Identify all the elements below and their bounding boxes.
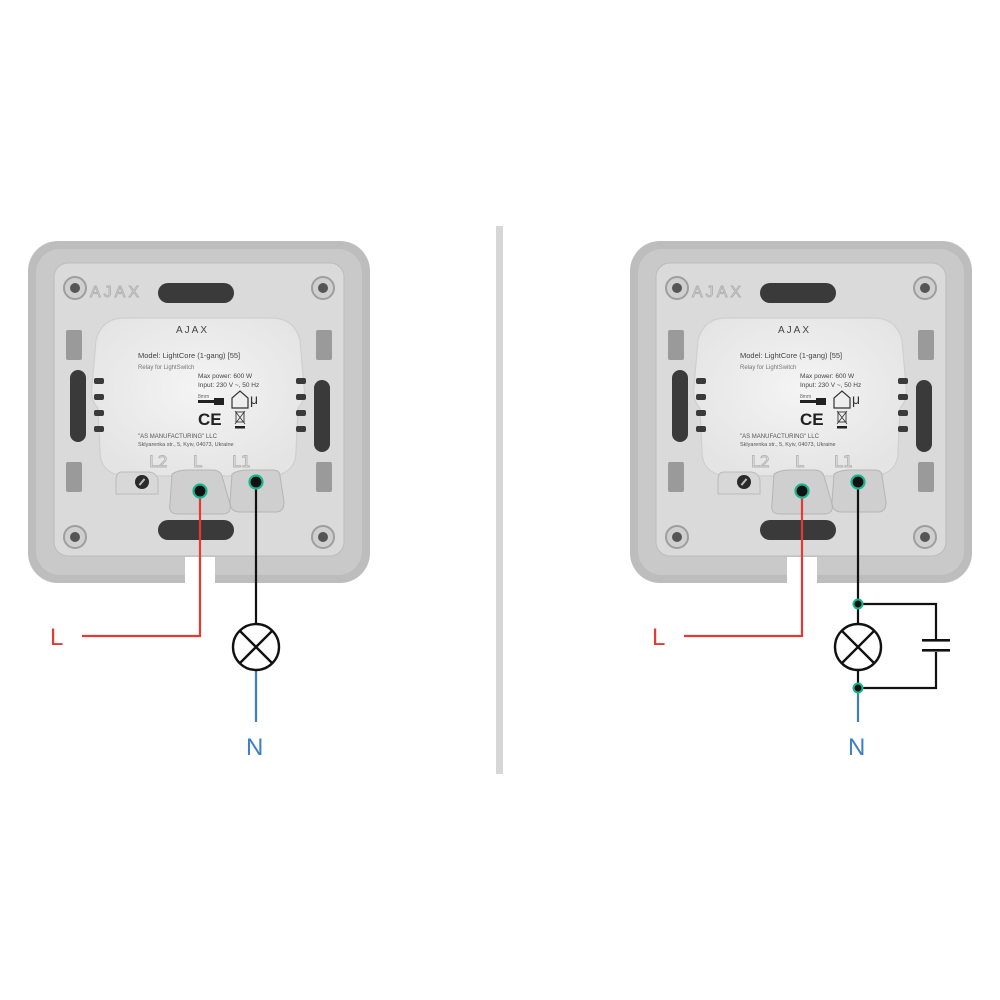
address-label: Sklyarenka str., 5, Kyiv, 04073, Ukraine bbox=[138, 442, 234, 448]
mount-hole bbox=[913, 525, 937, 549]
live-label: L bbox=[50, 624, 63, 651]
live-label: L bbox=[652, 624, 665, 651]
input-label: Input: 230 V ~, 50 Hz bbox=[800, 382, 861, 389]
terminal-l1-connection bbox=[850, 474, 866, 490]
mount-hole bbox=[665, 276, 689, 300]
frame-brand-emboss: AJAX bbox=[692, 284, 744, 301]
subtitle-label: Relay for LightSwitch bbox=[138, 365, 194, 371]
mount-hole bbox=[665, 525, 689, 549]
terminal-label-l: L bbox=[193, 452, 202, 471]
strip-length-label: 8mm bbox=[198, 394, 209, 400]
mount-hole bbox=[311, 525, 335, 549]
mount-hole bbox=[63, 525, 87, 549]
lamp-icon bbox=[231, 622, 281, 672]
neutral-label: N bbox=[848, 734, 865, 761]
relay-brand: AJAX bbox=[778, 325, 811, 336]
subtitle-label: Relay for LightSwitch bbox=[740, 365, 796, 371]
terminal-l-connection bbox=[794, 483, 810, 499]
relay-module: AJAX Model: LightCore (1-gang) [55] Rela… bbox=[91, 317, 306, 515]
frame-brand-emboss: AJAX bbox=[90, 284, 142, 301]
mount-hole bbox=[63, 276, 87, 300]
strip-length-label: 8mm bbox=[800, 394, 811, 400]
live-wire bbox=[684, 491, 804, 638]
max-power-label: Max power: 600 W bbox=[800, 373, 855, 380]
bypass-capacitor-icon bbox=[922, 639, 950, 652]
terminal-label-l1: L1 bbox=[232, 452, 251, 471]
relay-module: AJAX Model: LightCore (1-gang) [55] Rela… bbox=[693, 317, 908, 515]
ce-mark: CE bbox=[800, 410, 824, 429]
terminal-label-l2: L2 bbox=[751, 452, 770, 471]
model-label: Model: LightCore (1-gang) [55] bbox=[740, 351, 842, 360]
manufacturer-label: "AS MANUFACTURING" LLC bbox=[740, 434, 820, 440]
lamp-icon bbox=[833, 622, 883, 672]
home-icon bbox=[833, 390, 851, 409]
address-label: Sklyarenka str., 5, Kyiv, 04073, Ukraine bbox=[740, 442, 836, 448]
ce-mark: CE bbox=[198, 410, 222, 429]
bypass-branch bbox=[852, 598, 950, 694]
model-label: Model: LightCore (1-gang) [55] bbox=[138, 351, 240, 360]
neutral-label: N bbox=[246, 734, 263, 761]
terminal-l1-connection bbox=[248, 474, 264, 490]
home-icon bbox=[231, 390, 249, 409]
terminal-l2-screw bbox=[135, 475, 149, 489]
junction-dot bbox=[852, 598, 864, 610]
terminal-l-connection bbox=[192, 483, 208, 499]
diagram-with-bypass: AJAX AJAX Model: LightCore (1-gang) [55]… bbox=[630, 241, 972, 761]
manufacturer-label: "AS MANUFACTURING" LLC bbox=[138, 434, 218, 440]
junction-dot bbox=[852, 682, 864, 694]
diagram-without-bypass: AJAX AJAX Model: LightCore (1-gang) [55]… bbox=[28, 241, 370, 761]
terminal-label-l: L bbox=[795, 452, 804, 471]
terminal-label-l1: L1 bbox=[834, 452, 853, 471]
micro-gap-icon: μ bbox=[852, 391, 860, 407]
terminal-l2-screw bbox=[737, 475, 751, 489]
mount-hole bbox=[311, 276, 335, 300]
live-wire bbox=[82, 491, 202, 638]
max-power-label: Max power: 600 W bbox=[198, 373, 253, 380]
mount-hole bbox=[913, 276, 937, 300]
weee-bin-icon bbox=[836, 410, 848, 429]
input-label: Input: 230 V ~, 50 Hz bbox=[198, 382, 259, 389]
relay-brand: AJAX bbox=[176, 325, 209, 336]
panel-divider bbox=[496, 226, 503, 774]
weee-bin-icon bbox=[234, 410, 246, 429]
terminal-label-l2: L2 bbox=[149, 452, 168, 471]
micro-gap-icon: μ bbox=[250, 391, 258, 407]
